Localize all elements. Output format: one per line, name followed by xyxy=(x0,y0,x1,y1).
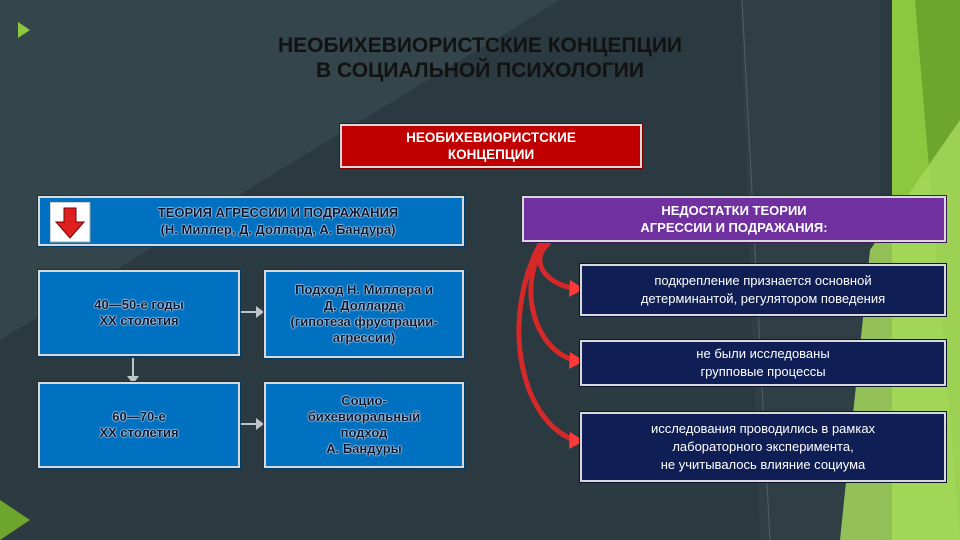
root-line1: НЕОБИХЕВИОРИСТСКИЕ xyxy=(406,130,576,145)
item-1-line2: детерминантой, регулятором поведения xyxy=(640,291,886,306)
approach-2-line1: Социо- xyxy=(341,393,387,408)
shortcoming-item-3: исследования проводились в рамках лабора… xyxy=(579,411,947,483)
approach-box-2: Социо- бихевиоральный подход А. Бандуры xyxy=(263,381,465,469)
curved-arrow-3 xyxy=(516,241,577,443)
approach-1-line4: агрессии) xyxy=(332,330,396,345)
down-arrow-icon xyxy=(50,202,91,243)
slide-title: НЕОБИХЕВИОРИСТСКИЕ КОНЦЕПЦИИ В СОЦИАЛЬНО… xyxy=(180,33,780,83)
slide-title-line1: НЕОБИХЕВИОРИСТСКИЕ КОНЦЕПЦИИ xyxy=(277,34,683,57)
item-3-line2: лабораторного эксперимента, xyxy=(672,439,854,454)
period-box-1: 40—50-е годы XX столетия xyxy=(37,269,241,357)
shortcoming-item-1: подкрепление признается основной детерми… xyxy=(579,263,947,317)
root-line2: КОНЦЕПЦИИ xyxy=(447,147,535,162)
shortcomings-line1: НЕДОСТАТКИ ТЕОРИИ xyxy=(661,203,807,218)
arrowhead-right-icon xyxy=(256,418,264,430)
period-2-line2: XX столетия xyxy=(99,425,179,440)
period-2-line1: 60—70-е xyxy=(112,409,166,424)
root-concepts-box: НЕОБИХЕВИОРИСТСКИЕ КОНЦЕПЦИИ xyxy=(339,123,643,169)
approach-2-line2: бихевиоральный xyxy=(307,409,421,424)
theory-text: ТЕОРИЯ АГРЕССИИ И ПОДРАЖАНИЯ (Н. Миллер,… xyxy=(100,198,456,244)
theory-line1: ТЕОРИЯ АГРЕССИИ И ПОДРАЖАНИЯ xyxy=(157,205,399,220)
shortcoming-item-2: не были исследованы групповые процессы xyxy=(579,339,947,387)
item-3-line1: исследования проводились в рамках xyxy=(650,421,876,436)
green-corner-bottom xyxy=(0,500,30,540)
item-3-line3: не учитывалось влияние социума xyxy=(660,457,866,472)
approach-2-line4: А. Бандуры xyxy=(326,441,402,456)
shortcomings-header: НЕДОСТАТКИ ТЕОРИИ АГРЕССИИ И ПОДРАЖАНИЯ: xyxy=(521,195,947,243)
period-1-line2: XX столетия xyxy=(99,313,179,328)
shortcomings-line2: АГРЕССИИ И ПОДРАЖАНИЯ: xyxy=(640,220,828,235)
red-arrowhead-icon xyxy=(569,432,584,449)
item-1-line1: подкрепление признается основной xyxy=(654,273,872,288)
red-curved-arrows xyxy=(516,241,577,443)
approach-1-line1: Подход Н. Миллера и xyxy=(295,282,433,297)
red-arrowhead-icon xyxy=(569,352,584,369)
item-2-line2: групповые процессы xyxy=(700,364,826,379)
theory-box: ТЕОРИЯ АГРЕССИИ И ПОДРАЖАНИЯ (Н. Миллер,… xyxy=(37,195,465,247)
slide-title-line2: В СОЦИАЛЬНОЙ ПСИХОЛОГИИ xyxy=(316,59,644,82)
period-box-2: 60—70-е XX столетия xyxy=(37,381,241,469)
bg-light-wedge xyxy=(0,0,560,340)
period-1-line1: 40—50-е годы xyxy=(94,297,184,312)
approach-1-line3: (гипотеза фрустрации- xyxy=(290,314,438,329)
approach-2-line3: подход xyxy=(340,425,388,440)
approach-1-line2: Д. Долларда xyxy=(323,298,405,313)
theory-line2: (Н. Миллер, Д. Доллард, А. Бандура) xyxy=(160,222,396,237)
arrowhead-right-icon xyxy=(256,306,264,318)
curved-arrow-2 xyxy=(528,241,577,363)
arrowhead-down-icon xyxy=(127,376,139,384)
curved-arrow-1 xyxy=(537,241,577,291)
red-arrowhead-icon xyxy=(569,280,584,297)
approach-box-1: Подход Н. Миллера и Д. Долларда (гипотез… xyxy=(263,269,465,359)
item-2-line1: не были исследованы xyxy=(696,346,830,361)
green-bullet-icon xyxy=(18,22,30,38)
